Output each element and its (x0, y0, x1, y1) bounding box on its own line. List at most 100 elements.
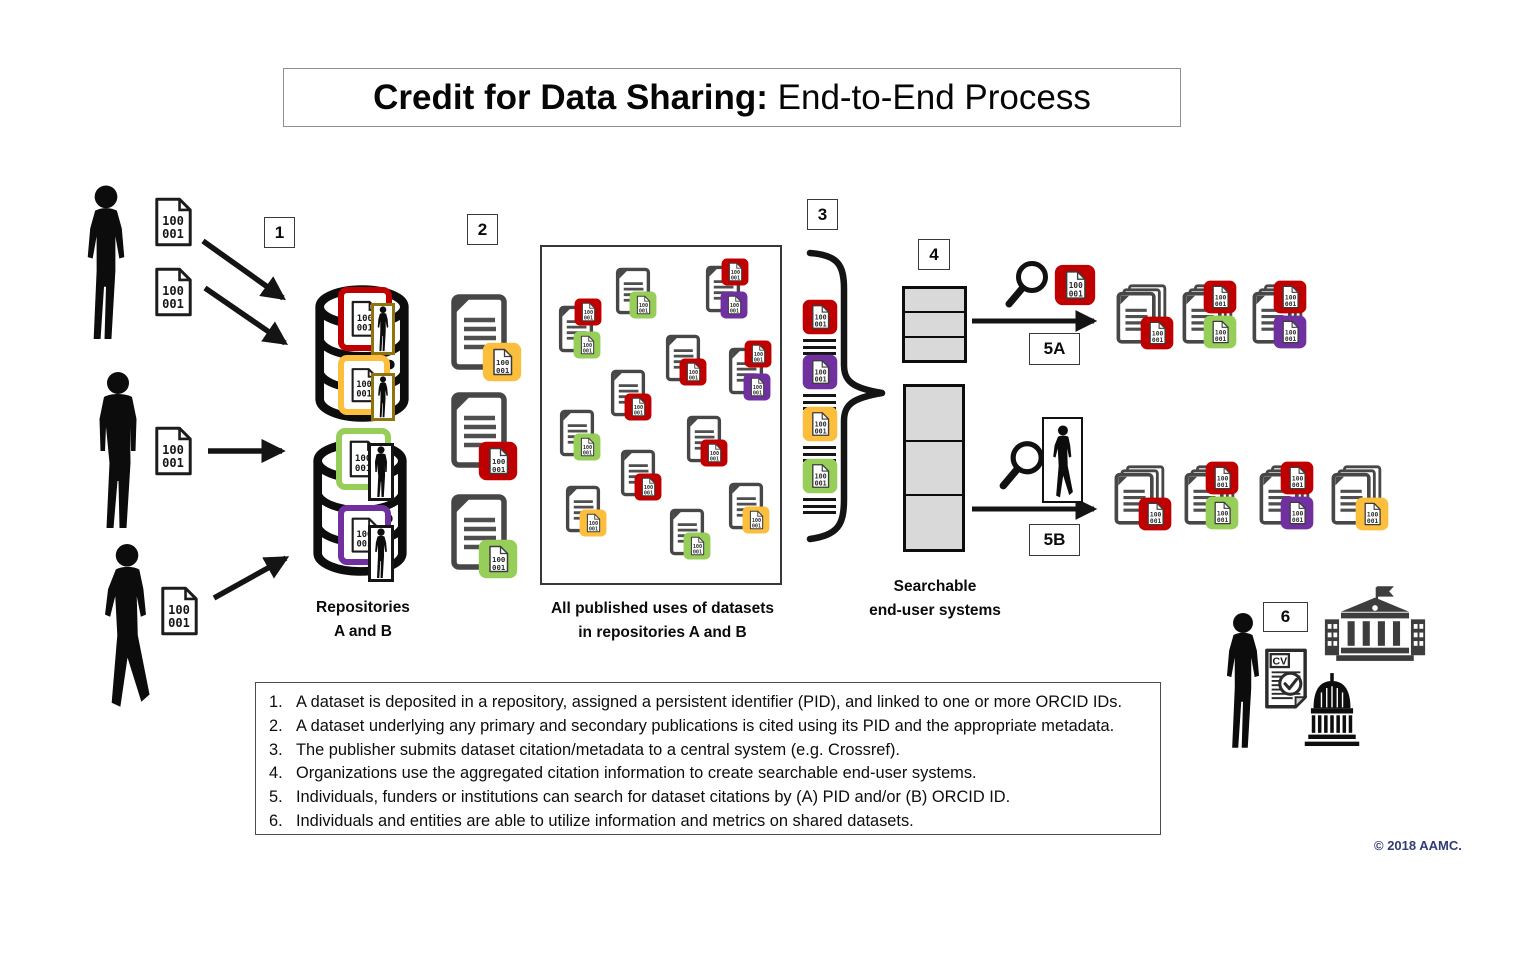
svg-text:001: 001 (639, 309, 648, 315)
system-row (905, 289, 964, 311)
svg-text:001: 001 (589, 527, 598, 533)
svg-text:100: 100 (815, 369, 827, 377)
legend-item-text: Individuals, funders or institutions can… (296, 788, 1011, 807)
svg-text:100: 100 (752, 518, 761, 524)
svg-text:001: 001 (584, 316, 593, 322)
svg-text:100: 100 (1285, 294, 1297, 301)
repositories-label: Repositories A and B (298, 596, 428, 643)
svg-text:001: 001 (693, 550, 702, 556)
svg-text:100: 100 (496, 358, 509, 367)
svg-text:001: 001 (356, 389, 371, 399)
svg-text:100: 100 (730, 303, 739, 309)
svg-text:100: 100 (1367, 511, 1379, 518)
svg-text:100: 100 (584, 310, 593, 316)
svg-text:100: 100 (815, 421, 827, 429)
end-user-system-b (903, 384, 965, 552)
svg-text:001: 001 (1217, 482, 1229, 489)
system-row (906, 439, 962, 495)
svg-text:001: 001 (634, 411, 643, 417)
svg-text:100: 100 (357, 314, 373, 324)
step-badge-1: 1 (264, 217, 295, 248)
svg-text:001: 001 (357, 324, 373, 334)
svg-text:100: 100 (1292, 475, 1304, 482)
svg-text:001: 001 (815, 321, 827, 329)
step-badge-2: 2 (467, 214, 498, 245)
citation-metadata-bars (803, 339, 836, 356)
svg-text:100: 100 (583, 343, 592, 349)
legend-item-3: 3.The publisher submits dataset citation… (269, 739, 1146, 763)
pid-line2: 001 (168, 616, 190, 630)
legend-item-text: The publisher submits dataset citation/m… (296, 740, 900, 759)
svg-text:100: 100 (754, 352, 763, 358)
step-badge-5a: 5A (1029, 333, 1080, 365)
repositories-label-line2: A and B (334, 622, 392, 640)
svg-text:100: 100 (1215, 294, 1227, 301)
svg-text:100: 100 (492, 457, 505, 466)
step-1-label: 1 (274, 222, 285, 242)
svg-text:001: 001 (644, 491, 653, 497)
legend-item-number: 4. (269, 764, 283, 783)
searchable-label-line1: Searchable (893, 578, 977, 595)
svg-text:001: 001 (689, 376, 698, 382)
svg-text:001: 001 (496, 366, 510, 375)
step-5a-label: 5A (1043, 339, 1066, 358)
svg-text:100: 100 (1217, 510, 1229, 517)
system-row (906, 494, 962, 549)
title-regular: End-to-End Process (767, 77, 1091, 117)
legend-item-text: A dataset underlying any primary and sec… (296, 716, 1115, 735)
step-badge-3: 3 (807, 199, 838, 230)
orcid-person-chip (368, 443, 394, 501)
svg-text:001: 001 (356, 539, 372, 549)
step-badge-6: 6 (1263, 602, 1308, 632)
researcher-3 (93, 543, 159, 715)
institution-building-icon (1323, 585, 1427, 665)
step-4-label: 4 (929, 244, 939, 264)
svg-text:100: 100 (644, 485, 653, 491)
title-bold: Credit for Data Sharing: (373, 77, 768, 117)
legend-item-1: 1.A dataset is deposited in a repository… (269, 691, 1146, 715)
cv-icon: CV (1264, 646, 1308, 712)
orcid-portrait-5b (1042, 417, 1083, 503)
system-row (906, 387, 962, 440)
svg-text:100: 100 (1292, 510, 1304, 517)
svg-text:001: 001 (754, 358, 763, 364)
repositories-label-line1: Repositories (316, 599, 410, 616)
published-uses-label: All published uses of datasets in reposi… (545, 597, 780, 644)
svg-text:100: 100 (356, 530, 372, 540)
legend-item-6: 6.Individuals and entities are able to u… (269, 810, 1146, 834)
svg-text:001: 001 (1152, 337, 1164, 344)
step-6-label: 6 (1280, 607, 1291, 626)
pid-line1: 100 (162, 284, 184, 298)
step-badge-4: 4 (918, 239, 950, 270)
orcid-person-chip (371, 303, 395, 355)
svg-text:001: 001 (815, 480, 827, 488)
svg-text:100: 100 (589, 521, 598, 527)
svg-text:100: 100 (731, 270, 740, 276)
svg-text:001: 001 (1150, 518, 1162, 525)
svg-text:001: 001 (1215, 301, 1227, 308)
svg-text:001: 001 (710, 457, 719, 463)
searchable-systems-label: Searchable end-user systems (855, 575, 1015, 622)
